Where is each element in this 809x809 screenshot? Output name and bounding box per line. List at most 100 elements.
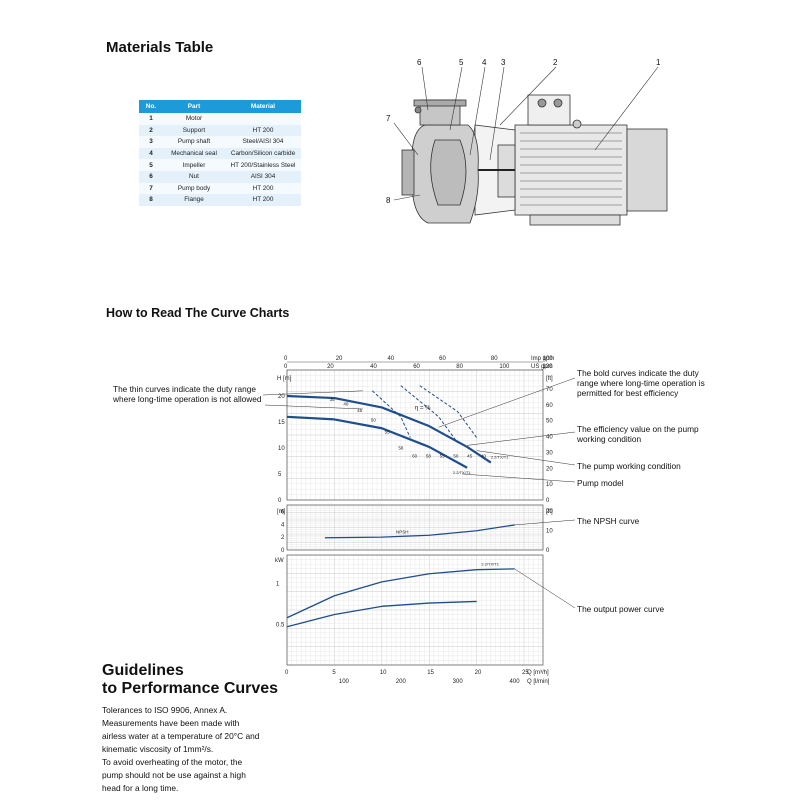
tick-label: 5 bbox=[332, 670, 336, 676]
h-ft-unit: [ft] bbox=[546, 376, 553, 382]
model-label: 2.2/TX/T1 bbox=[481, 562, 499, 567]
curve-head-1 bbox=[286, 415, 468, 469]
callout-1: 1 bbox=[656, 58, 661, 67]
model-label: 2.2/TX/T1 bbox=[453, 470, 471, 475]
tick-label: 25 bbox=[522, 670, 529, 676]
annotation-npsh: The NPSH curve bbox=[577, 516, 640, 526]
panel-frame bbox=[286, 554, 544, 666]
efficiency-label: 58 bbox=[426, 453, 432, 458]
guidelines-line: airless water at a temperature of 20°C a… bbox=[102, 731, 260, 741]
kw-unit: kW bbox=[275, 558, 284, 564]
tick-label: 70 bbox=[546, 387, 553, 393]
tick-label: 120 bbox=[542, 364, 553, 370]
guidelines-title-1: Guidelines bbox=[102, 662, 184, 679]
efficiency-curve bbox=[419, 385, 478, 438]
annotation-efficiency: The efficiency value on the pump working… bbox=[577, 424, 699, 444]
efficiency-label: 40 bbox=[481, 453, 487, 458]
tick-label: 10 bbox=[546, 528, 553, 534]
cell-material: HT 200/Stainless Steel bbox=[225, 159, 301, 171]
model-label: 2.2/TX/T1 bbox=[491, 454, 509, 459]
tick-label: 5 bbox=[278, 472, 282, 478]
tick-label: 100 bbox=[543, 356, 554, 362]
tick-label: 0 bbox=[285, 670, 289, 676]
cell-material bbox=[225, 113, 301, 125]
tick-label: 0 bbox=[278, 498, 282, 504]
guidelines-body: Tolerances to ISO 9906, Annex A. Measure… bbox=[102, 704, 302, 795]
guidelines-line: head for a long time. bbox=[102, 783, 179, 793]
tick-label: 30 bbox=[546, 450, 553, 456]
callout-3: 3 bbox=[501, 58, 506, 67]
tick-label: 0 bbox=[284, 356, 288, 362]
callout-6: 6 bbox=[417, 58, 422, 67]
annotation-bold-curves: The bold curves indicate the duty range … bbox=[577, 368, 705, 398]
annotation-leader bbox=[264, 404, 363, 410]
guidelines-line: Measurements have been made with bbox=[102, 718, 240, 728]
cell-material: HT 200 bbox=[225, 124, 301, 137]
efficiency-label: 50 bbox=[453, 453, 459, 458]
efficiency-curve bbox=[371, 390, 411, 438]
pump-drawing: 6 5 4 3 2 1 7 8 bbox=[386, 58, 668, 226]
annotation-pump-model: Pump model bbox=[577, 478, 624, 488]
callout-7: 7 bbox=[386, 114, 391, 123]
inlet-flange bbox=[401, 149, 415, 196]
tick-label: 60 bbox=[546, 403, 553, 409]
eta-label: η = % bbox=[415, 406, 431, 412]
tick-label: 60 bbox=[439, 356, 446, 362]
annotation-power: The output power curve bbox=[577, 604, 665, 614]
efficiency-label: 60 bbox=[412, 453, 418, 458]
cell-part: Motor bbox=[163, 113, 225, 125]
curve-npsh-2 bbox=[324, 524, 515, 539]
npsh-curve-label: NPSH bbox=[396, 529, 409, 534]
col-material: Material bbox=[225, 100, 301, 113]
cell-no: 1 bbox=[139, 113, 163, 125]
tick-label: 80 bbox=[491, 356, 498, 362]
tick-label: 400 bbox=[510, 679, 521, 685]
cell-material: Carbon/Silicon carbide bbox=[225, 147, 301, 160]
q-unit-lmin: Q [l/min] bbox=[527, 679, 550, 685]
cell-no: 4 bbox=[139, 147, 163, 160]
guidelines-line: Tolerances to ISO 9906, Annex A. bbox=[102, 705, 228, 715]
efficiency-label: 45 bbox=[357, 408, 363, 413]
cell-part: Mechanical seal bbox=[163, 147, 225, 160]
panel-frame bbox=[286, 504, 544, 551]
guidelines-line: pump should not be use against a high bbox=[102, 770, 246, 780]
cell-material: HT 200 bbox=[225, 194, 301, 206]
col-no: No. bbox=[139, 100, 163, 113]
callout-5: 5 bbox=[459, 58, 464, 67]
efficiency-label: 58 bbox=[398, 446, 404, 451]
cell-part: Pump shaft bbox=[163, 136, 225, 148]
annotation-thin-curves: The thin curves indicate the duty range … bbox=[113, 384, 262, 404]
h-unit: H [m] bbox=[277, 376, 292, 382]
cell-no: 2 bbox=[139, 124, 163, 137]
annotation-leader bbox=[476, 450, 576, 466]
motor-fan-cover bbox=[626, 128, 668, 212]
terminal-box bbox=[527, 94, 571, 126]
guidelines-title-2: to Performance Curves bbox=[102, 680, 279, 697]
annotation-leader bbox=[262, 390, 363, 396]
cell-no: 6 bbox=[139, 170, 163, 183]
tick-label: 80 bbox=[456, 364, 463, 370]
top-axis-unit-imp: Imp gpm bbox=[531, 356, 554, 362]
efficiency-label: 45 bbox=[467, 453, 473, 458]
efficiency-label: 35 bbox=[330, 397, 336, 402]
cell-part: Flange bbox=[163, 194, 225, 206]
efficiency-label: 55 bbox=[385, 430, 391, 435]
tick-label: 0 bbox=[546, 498, 550, 504]
tick-label: 50 bbox=[546, 419, 553, 425]
tick-label: 15 bbox=[278, 420, 285, 426]
cell-part: Impeller bbox=[163, 159, 225, 171]
tick-label: 20 bbox=[546, 466, 553, 472]
col-part: Part bbox=[163, 100, 225, 113]
tick-label: 1 bbox=[276, 582, 280, 588]
npsh-ft-unit: [ft] bbox=[546, 509, 553, 515]
table-header-row: No. Part Material bbox=[139, 100, 301, 113]
cell-material: HT 200 bbox=[225, 182, 301, 195]
tick-label: 6 bbox=[281, 509, 285, 515]
